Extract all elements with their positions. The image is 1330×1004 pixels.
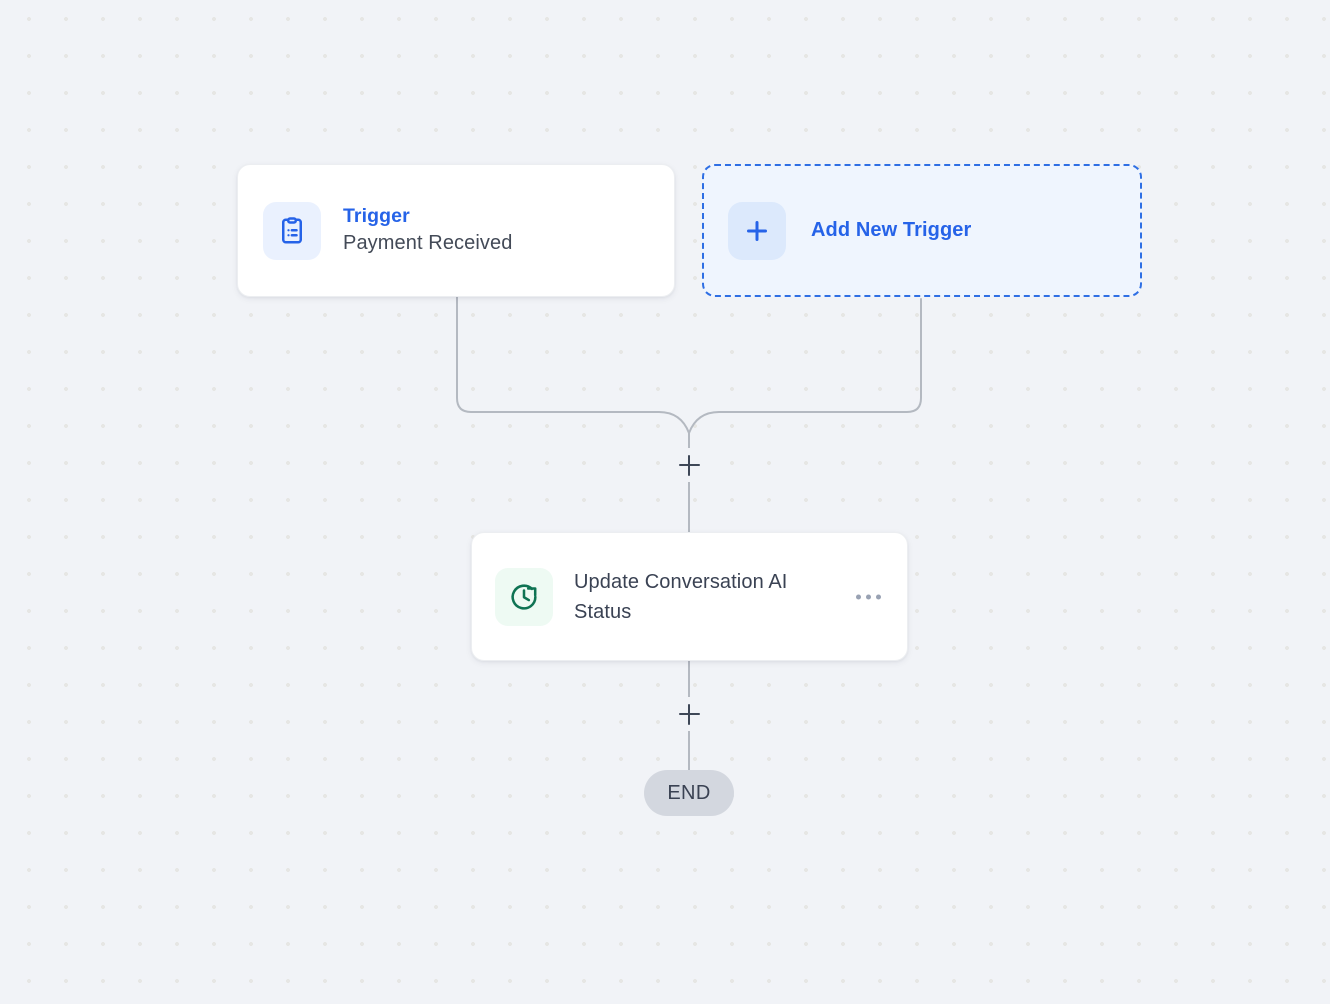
trigger-node-text: Trigger Payment Received bbox=[343, 204, 512, 257]
action-node-card[interactable]: Update Conversation AI Status bbox=[471, 532, 908, 661]
trigger-node-label: Trigger bbox=[343, 205, 410, 228]
more-horizontal-icon[interactable] bbox=[853, 587, 884, 606]
plus-icon bbox=[728, 201, 786, 260]
clipboard-list-icon bbox=[263, 201, 321, 260]
action-node-title: Update Conversation AI Status bbox=[574, 570, 788, 623]
end-node-label: END bbox=[667, 781, 711, 804]
trigger-node-card[interactable]: Trigger Payment Received bbox=[237, 164, 675, 297]
end-node: END bbox=[644, 770, 734, 816]
add-new-trigger-button[interactable]: Add New Trigger bbox=[702, 164, 1142, 297]
clock-rotate-icon bbox=[495, 567, 553, 626]
trigger-node-subtitle: Payment Received bbox=[343, 231, 513, 254]
add-new-trigger-label: Add New Trigger bbox=[811, 219, 972, 241]
add-step-button-top[interactable] bbox=[672, 448, 706, 482]
add-step-button-bottom[interactable] bbox=[672, 697, 706, 731]
